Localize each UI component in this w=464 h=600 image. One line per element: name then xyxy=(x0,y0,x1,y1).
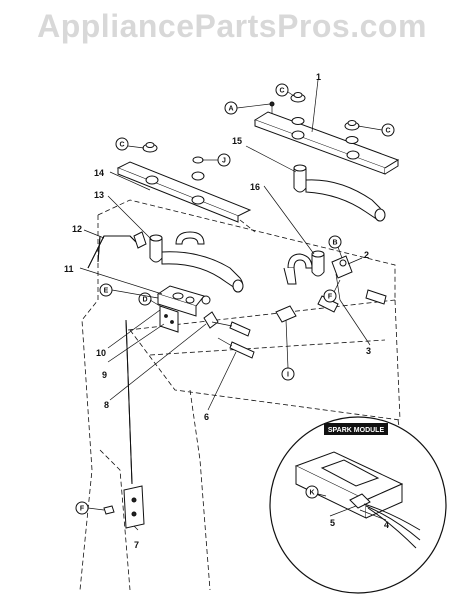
callout-C-1: C xyxy=(279,88,284,95)
callout-D: D xyxy=(142,297,147,304)
valve-assembly xyxy=(156,285,211,333)
label-part-3: 3 xyxy=(366,346,371,356)
callout-J: J xyxy=(222,158,226,165)
watermark: AppliancePartsPros.com xyxy=(37,8,427,44)
label-part-1: 1 xyxy=(316,72,321,82)
label-part-4: 4 xyxy=(384,520,389,530)
igniter-rod xyxy=(203,305,297,359)
spark-module-label-bg xyxy=(324,423,388,435)
burner-bar-left xyxy=(116,161,252,223)
vertical-rod xyxy=(103,319,145,529)
label-part-11: 11 xyxy=(64,264,74,274)
electrode-cluster xyxy=(317,255,387,313)
label-part-15: 15 xyxy=(232,136,242,146)
label-part-10: 10 xyxy=(96,348,106,358)
callout-I: I xyxy=(287,372,289,379)
label-part-13: 13 xyxy=(94,190,104,200)
callout-F-2: F xyxy=(80,506,85,513)
gas-tube xyxy=(87,231,147,269)
burner-bar-right xyxy=(253,111,400,175)
label-part-16: 16 xyxy=(250,182,260,192)
label-part-8: 8 xyxy=(104,400,109,410)
callout-F-1: F xyxy=(328,294,333,301)
label-part-12: 12 xyxy=(72,224,82,234)
orifice-holders xyxy=(149,164,386,293)
letter-callouts: A B C C C C D E F xyxy=(75,83,395,515)
screw-nut-parts xyxy=(142,92,360,181)
callout-B: B xyxy=(332,240,337,247)
callout-E: E xyxy=(104,288,109,295)
callout-K: K xyxy=(309,490,314,497)
label-part-6: 6 xyxy=(204,412,209,422)
leader-lines xyxy=(79,79,387,531)
spark-module-inset: SPARK MODULE xyxy=(269,416,447,594)
label-part-7: 7 xyxy=(134,540,139,550)
label-part-5: 5 xyxy=(330,518,335,528)
callout-C-2: C xyxy=(385,128,390,135)
label-part-9: 9 xyxy=(102,370,107,380)
label-part-2: 2 xyxy=(364,250,369,260)
label-part-14: 14 xyxy=(94,168,104,178)
u-tubes xyxy=(175,231,313,285)
number-labels: 1 2 3 4 5 6 7 8 9 10 11 12 13 14 15 16 xyxy=(64,72,389,550)
callout-A: A xyxy=(228,106,233,113)
callout-C-3: C xyxy=(119,142,124,149)
spark-module-title: SPARK MODULE xyxy=(328,427,385,434)
